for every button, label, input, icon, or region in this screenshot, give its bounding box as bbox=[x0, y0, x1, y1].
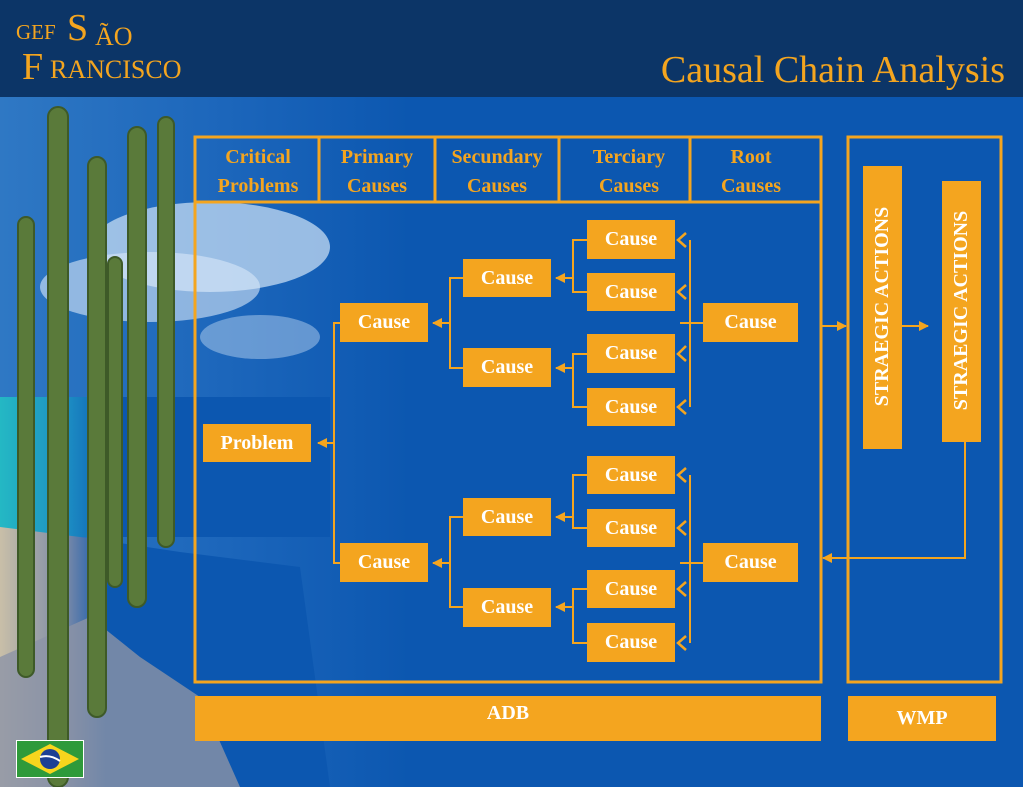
secondary-cause-box: Cause bbox=[463, 348, 551, 387]
problem-box: Problem bbox=[203, 424, 311, 462]
root-cause-box: Cause bbox=[703, 303, 798, 342]
strategic-actions-label: STRAEGIC ACTIONS bbox=[950, 210, 972, 411]
terciary-cause-box: Cause bbox=[587, 388, 675, 426]
logo-gef: GEF bbox=[16, 20, 56, 44]
actions-frame bbox=[846, 135, 1003, 684]
terciary-cause-box: Cause bbox=[587, 509, 675, 547]
secondary-cause-box: Cause bbox=[463, 498, 551, 536]
terciary-cause-box: Cause bbox=[587, 623, 675, 662]
primary-cause-box: Cause bbox=[340, 303, 428, 342]
strategic-actions-box: STRAEGIC ACTIONS bbox=[863, 166, 902, 449]
wmp-bar: WMP bbox=[848, 696, 996, 741]
terciary-cause-box: Cause bbox=[587, 456, 675, 494]
terciary-cause-box: Cause bbox=[587, 570, 675, 608]
adb-bar: ADB bbox=[195, 696, 821, 741]
logo-f: F bbox=[22, 46, 44, 88]
primary-cause-box: Cause bbox=[340, 543, 428, 582]
terciary-cause-box: Cause bbox=[587, 220, 675, 259]
brazil-flag-icon bbox=[16, 740, 84, 778]
page-title: Causal Chain Analysis bbox=[660, 49, 1005, 91]
analysis-frame bbox=[193, 135, 823, 684]
header-band bbox=[0, 0, 1023, 97]
secondary-cause-box: Cause bbox=[463, 588, 551, 627]
strategic-actions-label: STRAEGIC ACTIONS bbox=[871, 206, 893, 407]
logo-ao: ÃO bbox=[95, 22, 133, 51]
terciary-cause-box: Cause bbox=[587, 334, 675, 373]
terciary-cause-box: Cause bbox=[587, 273, 675, 311]
logo-rancisco: RANCISCO bbox=[50, 55, 182, 84]
secondary-cause-box: Cause bbox=[463, 259, 551, 297]
strategic-actions-box: STRAEGIC ACTIONS bbox=[942, 181, 981, 442]
background-scenery bbox=[0, 97, 1023, 787]
root-cause-box: Cause bbox=[703, 543, 798, 582]
logo-s: S bbox=[67, 7, 89, 49]
